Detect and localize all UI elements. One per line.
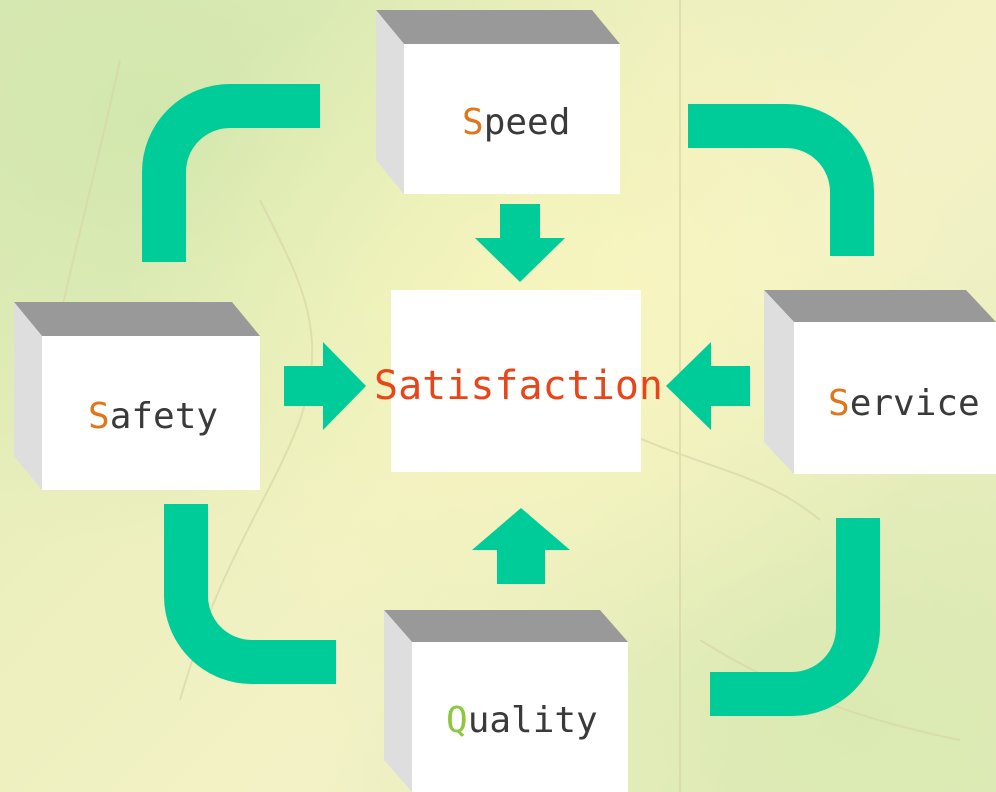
connector-safety-quality (164, 504, 336, 684)
node-rest-quality: uality (467, 700, 598, 741)
center-label: Satisfaction (374, 363, 663, 409)
node-rest-service: ervice (849, 383, 980, 424)
connector-group (142, 84, 880, 716)
node-initial-quality: Q (446, 700, 468, 741)
node-label-quality: Quality (446, 700, 598, 741)
node-label-service: Service (828, 383, 980, 424)
connector-speed-service (688, 104, 874, 256)
arrow-up-icon (472, 508, 570, 584)
connector-service-quality (710, 518, 880, 716)
connector-speed-safety (142, 84, 320, 262)
safety-box (14, 302, 260, 490)
arrow-down-icon (475, 204, 565, 282)
center-box (391, 290, 641, 472)
arrow-right-icon (284, 342, 366, 430)
node-initial-service: S (828, 383, 850, 424)
arrow-left-icon (666, 342, 750, 430)
node-initial-safety: S (88, 396, 110, 437)
node-label-speed: Speed (462, 102, 570, 143)
node-rest-speed: peed (483, 102, 571, 143)
speed-box (376, 10, 620, 194)
node-rest-safety: afety (109, 396, 219, 437)
node-initial-speed: S (462, 102, 484, 143)
service-box (764, 290, 996, 474)
node-label-safety: Safety (88, 396, 218, 437)
quality-box (384, 610, 628, 792)
